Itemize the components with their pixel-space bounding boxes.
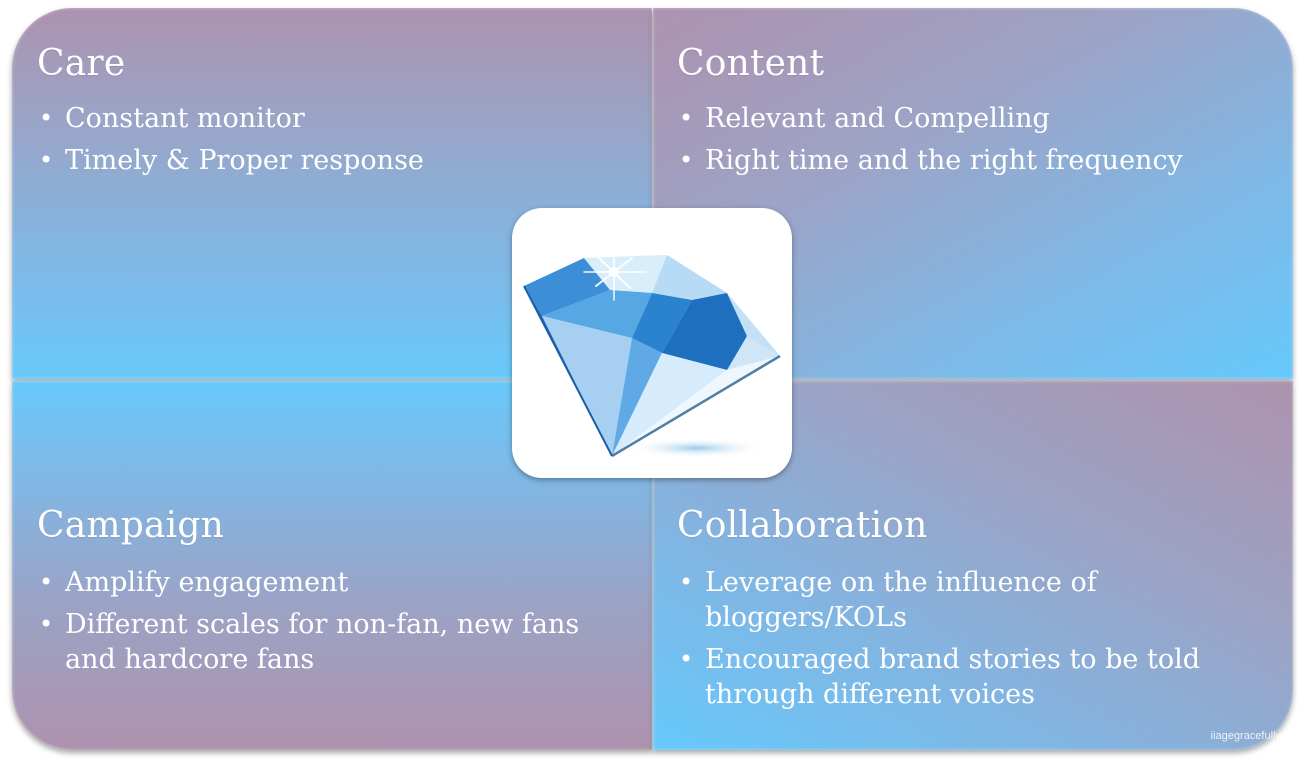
bullet-item: Different scales for non-fan, new fans a… [37,607,637,677]
bullet-item: Timely & Proper response [37,143,637,178]
bullet-item: Right time and the right frequency [677,143,1277,178]
quadrant-title: Collaboration [677,505,928,546]
bullet-list: Leverage on the influence of bloggers/KO… [677,565,1277,719]
quadrant-care: Care Constant monitor Timely & Proper re… [12,8,652,379]
bullet-item: Constant monitor [37,101,637,136]
bullet-item: Amplify engagement [37,565,637,600]
diamond-icon [523,243,781,458]
bullet-item: Relevant and Compelling [677,101,1277,136]
bullet-list: Relevant and Compelling Right time and t… [677,101,1277,185]
watermark: iiagegracefully [1210,730,1281,742]
bullet-item: Encouraged brand stories to be told thro… [677,642,1277,712]
bullet-list: Amplify engagement Different scales for … [37,565,637,684]
quadrant-title: Content [677,43,825,84]
quadrant-title: Campaign [37,505,224,546]
center-diamond-card [512,208,792,478]
bullet-list: Constant monitor Timely & Proper respons… [37,101,637,185]
quadrant-title: Care [37,43,126,84]
bullet-item: Leverage on the influence of bloggers/KO… [677,565,1277,635]
